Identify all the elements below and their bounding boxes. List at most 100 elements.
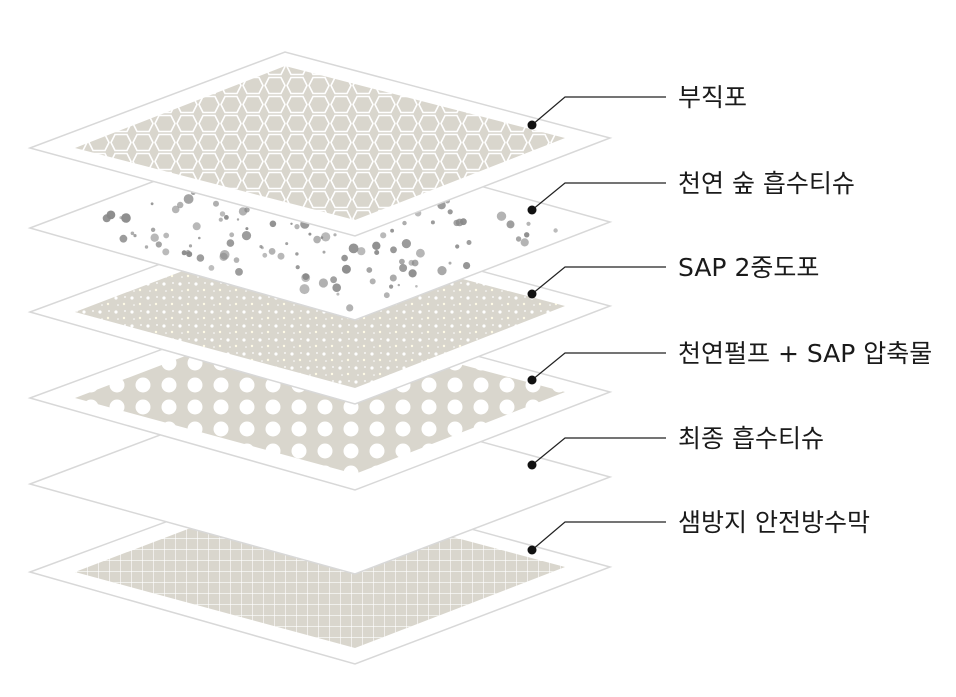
splatter-spot xyxy=(416,248,425,258)
splatter-spot xyxy=(235,268,243,276)
splatter-spot xyxy=(229,232,235,238)
splatter-spot xyxy=(383,292,390,299)
splatter-spot xyxy=(208,265,215,271)
splatter-spot xyxy=(399,264,408,272)
splatter-spot xyxy=(496,211,507,221)
splatter-spot xyxy=(186,251,193,258)
splatter-spot xyxy=(177,201,184,209)
splatter-spot xyxy=(389,284,394,289)
splatter-spot xyxy=(260,246,264,250)
splatter-spot xyxy=(320,236,324,239)
splatter-spot xyxy=(268,248,276,255)
splatter-spot xyxy=(506,220,515,229)
splatter-spot xyxy=(308,232,312,236)
splatter-spot xyxy=(389,274,397,282)
splatter-spot xyxy=(455,244,460,249)
splatter-spot xyxy=(466,240,472,245)
splatter-spot xyxy=(399,258,405,265)
splatter-spot xyxy=(448,261,452,265)
leader-waterproof-film xyxy=(527,521,666,555)
splatter-spot xyxy=(390,246,397,254)
splatter-spot xyxy=(341,254,348,262)
splatter-spot xyxy=(295,252,299,256)
splatter-spot xyxy=(130,231,135,236)
splatter-spot xyxy=(408,259,415,266)
splatter-spot xyxy=(366,267,373,273)
splatter-spot xyxy=(150,202,154,206)
splatter-spot xyxy=(415,285,418,288)
splatter-spot xyxy=(236,218,240,221)
leader-nonwoven xyxy=(527,96,666,130)
splatter-spot xyxy=(322,250,326,254)
splatter-spot xyxy=(171,205,180,214)
splatter-spot xyxy=(430,220,435,225)
splatter-spot xyxy=(447,209,453,215)
label-forest-tissue: 천연 숲 흡수티슈 xyxy=(678,169,855,198)
splatter-spot xyxy=(285,242,289,246)
splatter-spot xyxy=(390,228,394,233)
splatter-spot xyxy=(119,234,128,243)
label-pulp-sap: 천연펄프 + SAP 압축물 xyxy=(678,339,932,368)
splatter-spot xyxy=(294,224,300,230)
splatter-spot xyxy=(144,245,149,249)
splatter-spot xyxy=(181,250,187,256)
splatter-spot xyxy=(402,220,407,226)
splatter-spot xyxy=(226,239,235,247)
splatter-spot xyxy=(333,233,337,237)
splatter-spot xyxy=(401,239,411,249)
label-waterproof-film: 샘방지 안전방수막 xyxy=(678,508,870,537)
splatter-spot xyxy=(245,227,249,231)
leader-forest-tissue xyxy=(527,182,666,215)
splatter-spot xyxy=(219,252,228,261)
leader-lines xyxy=(527,96,666,555)
splatter-spot xyxy=(437,266,447,276)
splatter-spot xyxy=(295,265,300,270)
splatter-spot xyxy=(119,216,123,220)
splatter-spot xyxy=(233,257,240,263)
splatter-spot xyxy=(102,214,111,223)
label-final-tissue: 최종 흡수티슈 xyxy=(678,424,824,453)
splatter-spot xyxy=(380,232,387,239)
splatter-spot xyxy=(150,233,159,242)
leader-pulp-sap xyxy=(527,352,666,385)
splatter-spot xyxy=(455,218,464,227)
splatter-spot xyxy=(313,235,321,244)
splatter-spot xyxy=(553,228,558,233)
splatter-spot xyxy=(302,273,310,280)
splatter-spot xyxy=(133,234,137,238)
splatter-spot xyxy=(213,200,219,207)
splatter-spot xyxy=(183,194,194,204)
splatter-spot xyxy=(121,213,131,223)
splatter-spot xyxy=(318,278,328,288)
leader-final-tissue xyxy=(527,437,666,470)
splatter-spot xyxy=(397,283,400,287)
splatter-spot xyxy=(463,262,471,270)
splatter-spot xyxy=(241,231,252,241)
splatter-spot xyxy=(336,292,340,296)
splatter-spot xyxy=(162,248,170,256)
splatter-spot xyxy=(346,304,354,312)
splatter-spot xyxy=(163,232,170,239)
splatter-spot xyxy=(372,241,381,250)
label-nonwoven: 부직포 xyxy=(678,83,747,112)
splatter-spot xyxy=(277,252,285,260)
splatter-spot xyxy=(321,232,331,242)
splatter-spot xyxy=(238,207,248,216)
splatter-spot xyxy=(219,211,226,217)
splatter-spot xyxy=(369,278,376,285)
splatter-spot xyxy=(526,221,531,226)
label-sap-coating: SAP 2중도포 xyxy=(678,253,819,282)
splatter-spot xyxy=(341,264,351,274)
layer-nonwoven xyxy=(27,51,613,237)
splatter-spot xyxy=(330,276,337,284)
splatter-spot xyxy=(332,283,342,293)
splatter-spot xyxy=(155,241,162,248)
splatter-spot xyxy=(290,222,293,225)
splatter-spot xyxy=(524,232,530,238)
splatter-spot xyxy=(374,250,380,255)
splatter-spot xyxy=(515,236,522,242)
splatter-spot xyxy=(520,238,529,247)
splatter-spot xyxy=(408,269,417,278)
splatter-spot xyxy=(196,254,205,262)
